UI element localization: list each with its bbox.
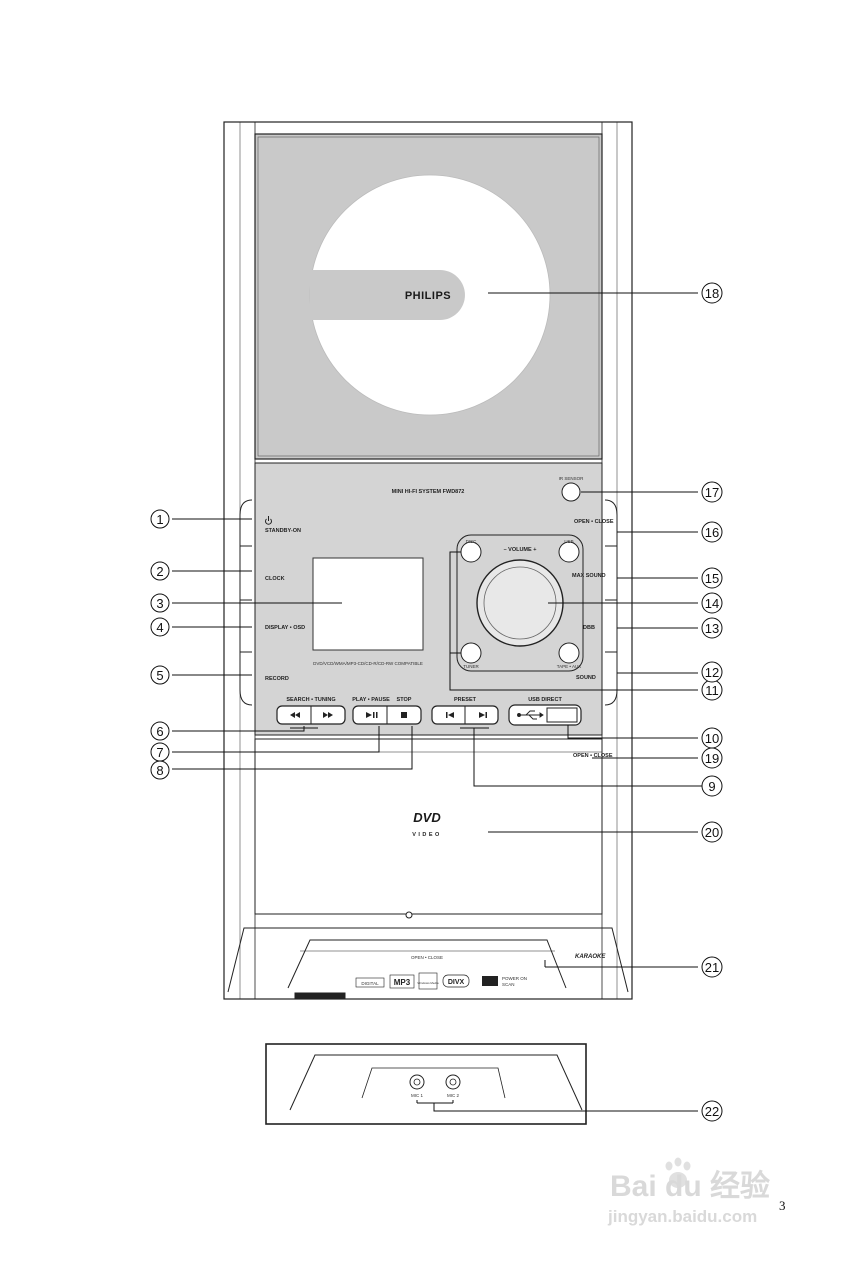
search-tuning-label: SEARCH • TUNING	[286, 697, 335, 703]
watermark-logo: Bai du 经验	[610, 1169, 770, 1203]
dbb-button[interactable]	[605, 600, 617, 652]
callout-4: 4	[156, 620, 163, 635]
brand-logo: PHILIPS	[405, 290, 451, 302]
disc-button[interactable]	[460, 541, 482, 563]
tape-aux-button[interactable]	[558, 642, 580, 664]
mp3-logo: MP3	[394, 978, 411, 987]
fast-forward-icon	[323, 712, 333, 718]
preset-label: PRESET	[454, 697, 477, 703]
mic-2-jack[interactable]	[445, 1074, 461, 1090]
dvd-tray	[254, 738, 603, 919]
stop-icon	[401, 712, 407, 718]
callout-22: 22	[705, 1104, 719, 1119]
max-sound-label: MAX SOUND	[572, 573, 606, 579]
format-logos: DIGITAL MP3 Windows Media DIVX	[355, 972, 470, 990]
disc-door	[254, 133, 603, 460]
page-number: 3	[779, 1198, 786, 1213]
tuner-label: TUNER	[463, 664, 479, 669]
callout-3: 3	[156, 596, 163, 611]
record-label: RECORD	[265, 676, 289, 682]
callout-18: 18	[705, 286, 719, 301]
usb-label: USB	[564, 539, 573, 544]
skip-next-icon	[479, 712, 487, 718]
mic-1-label: MIC 1	[411, 1093, 423, 1098]
standby-on-button[interactable]	[240, 500, 252, 546]
display-osd-label: DISPLAY • OSD	[265, 625, 305, 631]
disc-label: DISC	[466, 539, 478, 544]
display-osd-button[interactable]	[240, 600, 252, 652]
callout-9: 9	[708, 779, 715, 794]
max-sound-button[interactable]	[605, 546, 617, 600]
callout-10: 10	[705, 731, 719, 746]
ir-sensor-label: IR SENSOR	[559, 476, 585, 481]
callout-6: 6	[156, 724, 163, 739]
search-tuning-buttons	[276, 705, 346, 725]
callout-12: 12	[705, 665, 719, 680]
clock-label: CLOCK	[265, 576, 285, 582]
ir-sensor	[561, 482, 581, 502]
open-close-label-bottom: OPEN • CLOSE	[411, 955, 443, 960]
mic-1-jack[interactable]	[409, 1074, 425, 1090]
callout-11: 11	[705, 683, 719, 698]
mic-2-label: MIC 2	[447, 1093, 459, 1098]
callout-16: 16	[705, 525, 719, 540]
callout-13: 13	[705, 621, 719, 636]
clock-button[interactable]	[240, 546, 252, 600]
callout-1: 1	[156, 512, 163, 527]
open-close-label-top: OPEN • CLOSE	[574, 519, 614, 525]
callout-19: 19	[705, 751, 719, 766]
base-section	[227, 927, 629, 999]
callout-17: 17	[705, 485, 719, 500]
tuner-button[interactable]	[460, 642, 482, 664]
mic-panel	[265, 1043, 587, 1125]
watermark-url: jingyan.baidu.com	[607, 1207, 757, 1226]
power-on-label: POWER ON	[502, 976, 527, 981]
usb-button[interactable]	[558, 541, 580, 563]
callout-20: 20	[705, 825, 719, 840]
preset-buttons	[431, 705, 499, 725]
baidu-watermark: Bai du 经验 jingyan.baidu.com	[607, 1157, 770, 1226]
callout-7: 7	[156, 745, 163, 760]
leader-lines	[172, 292, 708, 1112]
stop-label: STOP	[397, 697, 412, 703]
callout-5: 5	[156, 668, 163, 683]
power-icon	[265, 516, 272, 525]
power-scan-label: SCAN	[502, 982, 515, 987]
power-switch[interactable]	[482, 976, 498, 986]
callout-15: 15	[705, 571, 719, 586]
tape-aux-label: TAPE • AUX	[557, 664, 582, 669]
callout-numbers: 1 2 3 4 5 6 7 8 9 10 11 12 13 14 15 16 1…	[156, 286, 719, 1119]
sound-label: SOUND	[576, 675, 596, 681]
play-pause-icon	[366, 712, 378, 718]
skip-previous-icon	[446, 712, 454, 718]
callout-circles	[150, 282, 723, 1122]
callout-21: 21	[705, 960, 719, 975]
open-close-label-19: OPEN • CLOSE	[573, 753, 613, 759]
disc-compat-text: DVD/VCD/WMA/MP3-CD/CD-R/CD-RW COMPATIBLE	[313, 661, 423, 666]
play-pause-label: PLAY • PAUSE	[352, 697, 390, 703]
rewind-icon	[290, 712, 300, 718]
dvd-logo: DVD	[413, 810, 441, 825]
digital-logo: DIGITAL	[361, 981, 379, 986]
model-name: MINI HI-FI SYSTEM FWD872	[392, 489, 465, 495]
standby-on-label: STANDBY-ON	[265, 528, 301, 534]
record-button[interactable]	[240, 652, 252, 705]
usb-icon	[517, 710, 544, 720]
usb-direct-label: USB DIRECT	[528, 697, 562, 703]
sound-button[interactable]	[605, 652, 617, 705]
display-window	[312, 557, 424, 651]
callout-8: 8	[156, 763, 163, 778]
usb-port[interactable]	[546, 707, 578, 723]
dbb-label: DBB	[583, 625, 595, 631]
windows-media-logo: Windows Media	[417, 981, 439, 985]
paw-icon	[665, 1157, 691, 1188]
volume-label: – VOLUME +	[504, 547, 537, 553]
dvd-video-label: VIDEO	[412, 832, 442, 838]
karaoke-logo: KARAOKE	[575, 954, 606, 960]
callout-14: 14	[705, 596, 719, 611]
callout-2: 2	[156, 564, 163, 579]
play-stop-buttons	[352, 705, 422, 725]
divx-logo: DIVX	[448, 979, 465, 986]
